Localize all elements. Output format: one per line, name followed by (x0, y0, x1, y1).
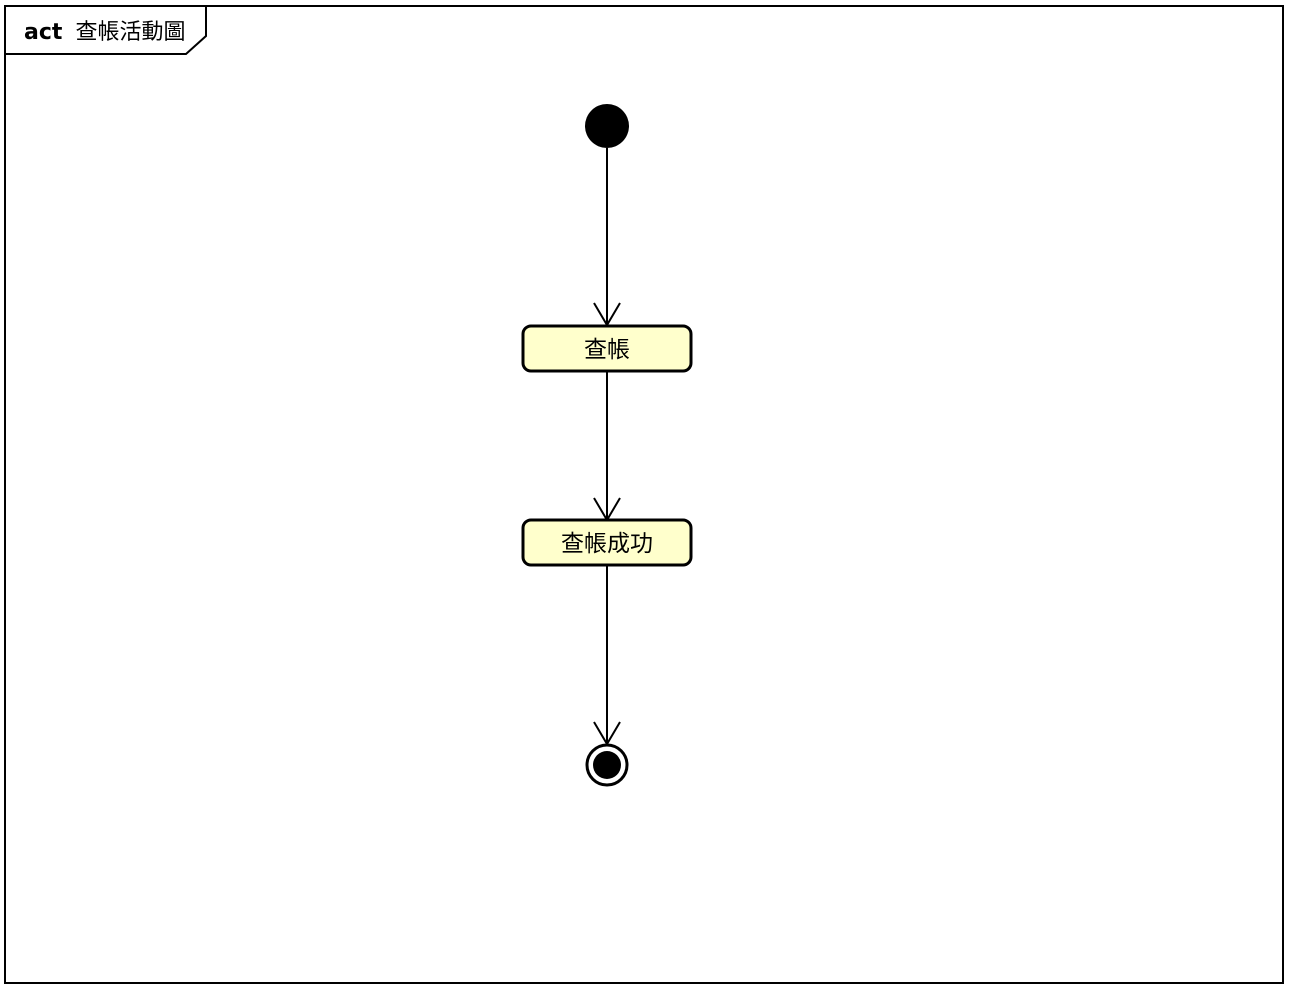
action-node-2-shape (521, 518, 693, 567)
frame-keyword: act (24, 20, 63, 45)
frame-title: act 查帳活動圖 (24, 20, 186, 45)
action-node-1-shape (521, 324, 693, 373)
action-node-1-label: 查帳 (584, 337, 630, 363)
final-node-core (593, 751, 621, 779)
frame-name: 查帳活動圖 (76, 20, 186, 45)
action-node-1[interactable]: 查帳 (521, 324, 693, 373)
diagram-frame (4, 5, 1284, 984)
initial-node[interactable] (585, 104, 629, 148)
final-node[interactable] (585, 743, 629, 787)
action-node-2-label: 查帳成功 (561, 531, 653, 557)
frame-tab (4, 5, 207, 55)
action-node-2[interactable]: 查帳成功 (521, 518, 693, 567)
